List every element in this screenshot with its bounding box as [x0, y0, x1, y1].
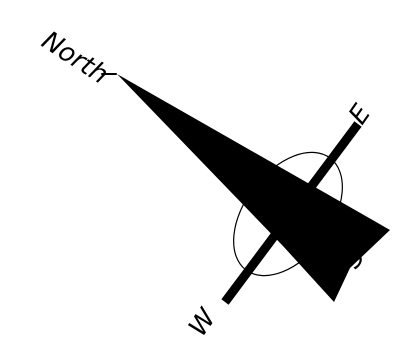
north-label: North [36, 26, 113, 91]
east-label: E [343, 99, 377, 130]
west-label: W [183, 303, 223, 342]
